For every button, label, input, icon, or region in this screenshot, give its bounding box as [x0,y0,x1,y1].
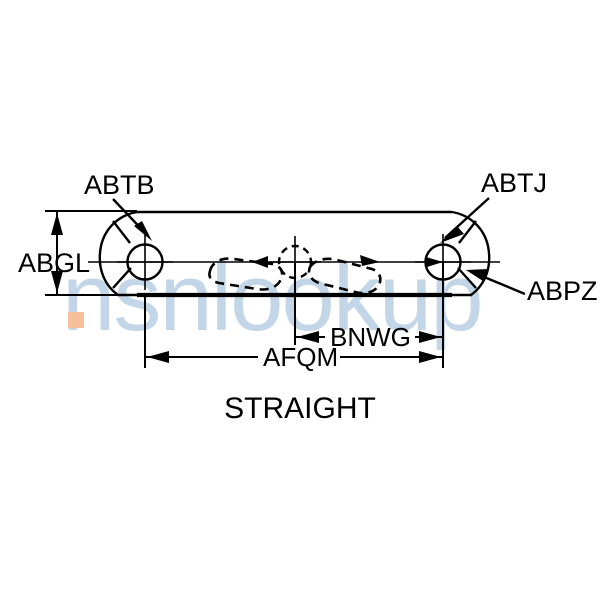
body-left-notch-upper [112,220,131,244]
bnwg-arrowheads [297,331,441,343]
left-hole [117,234,173,290]
body-left-end-arc [98,210,138,297]
abtj-label: ABTJ [481,168,547,198]
abgl-arrow-up [51,213,63,235]
hidden-feature-left-lobe [208,257,284,291]
abpz-arrowhead [466,269,488,281]
body-right-notch-lower [457,267,477,289]
afqm-arrowheads [147,351,441,363]
afqm-arrow-right [419,351,441,363]
bnwg-label: BNWG [330,322,411,352]
center-arrow-right [360,255,380,266]
body-right-notch-upper [458,220,477,244]
watermark-accent-square [68,312,84,328]
abtb-arrowhead [134,221,152,241]
afqm-arrow-left [147,351,169,363]
abgl-arrowheads [51,213,63,293]
right-hole-pointer-arrow [426,257,443,267]
watermark: nsnlookup [62,244,484,351]
center-arrow-left [252,256,268,268]
view-title: STRAIGHT [224,392,376,425]
hidden-internal-feature [208,257,382,295]
abgl-label: ABGL [18,248,90,278]
hidden-feature-right-lobe [307,257,382,295]
afqm-label: AFQM [263,342,338,372]
centerline-direction-arrows [252,255,443,268]
bnwg-arrow-left [297,331,319,343]
body-left-notch-lower [112,267,132,289]
abtb-label: ABTB [84,170,155,200]
bnwg-arrow-right [419,331,441,343]
abtj-arrowhead [440,226,464,243]
watermark-text: nsnlookup [62,244,482,351]
abpz-label: ABPZ [527,276,598,306]
abgl-arrow-down [51,271,63,293]
